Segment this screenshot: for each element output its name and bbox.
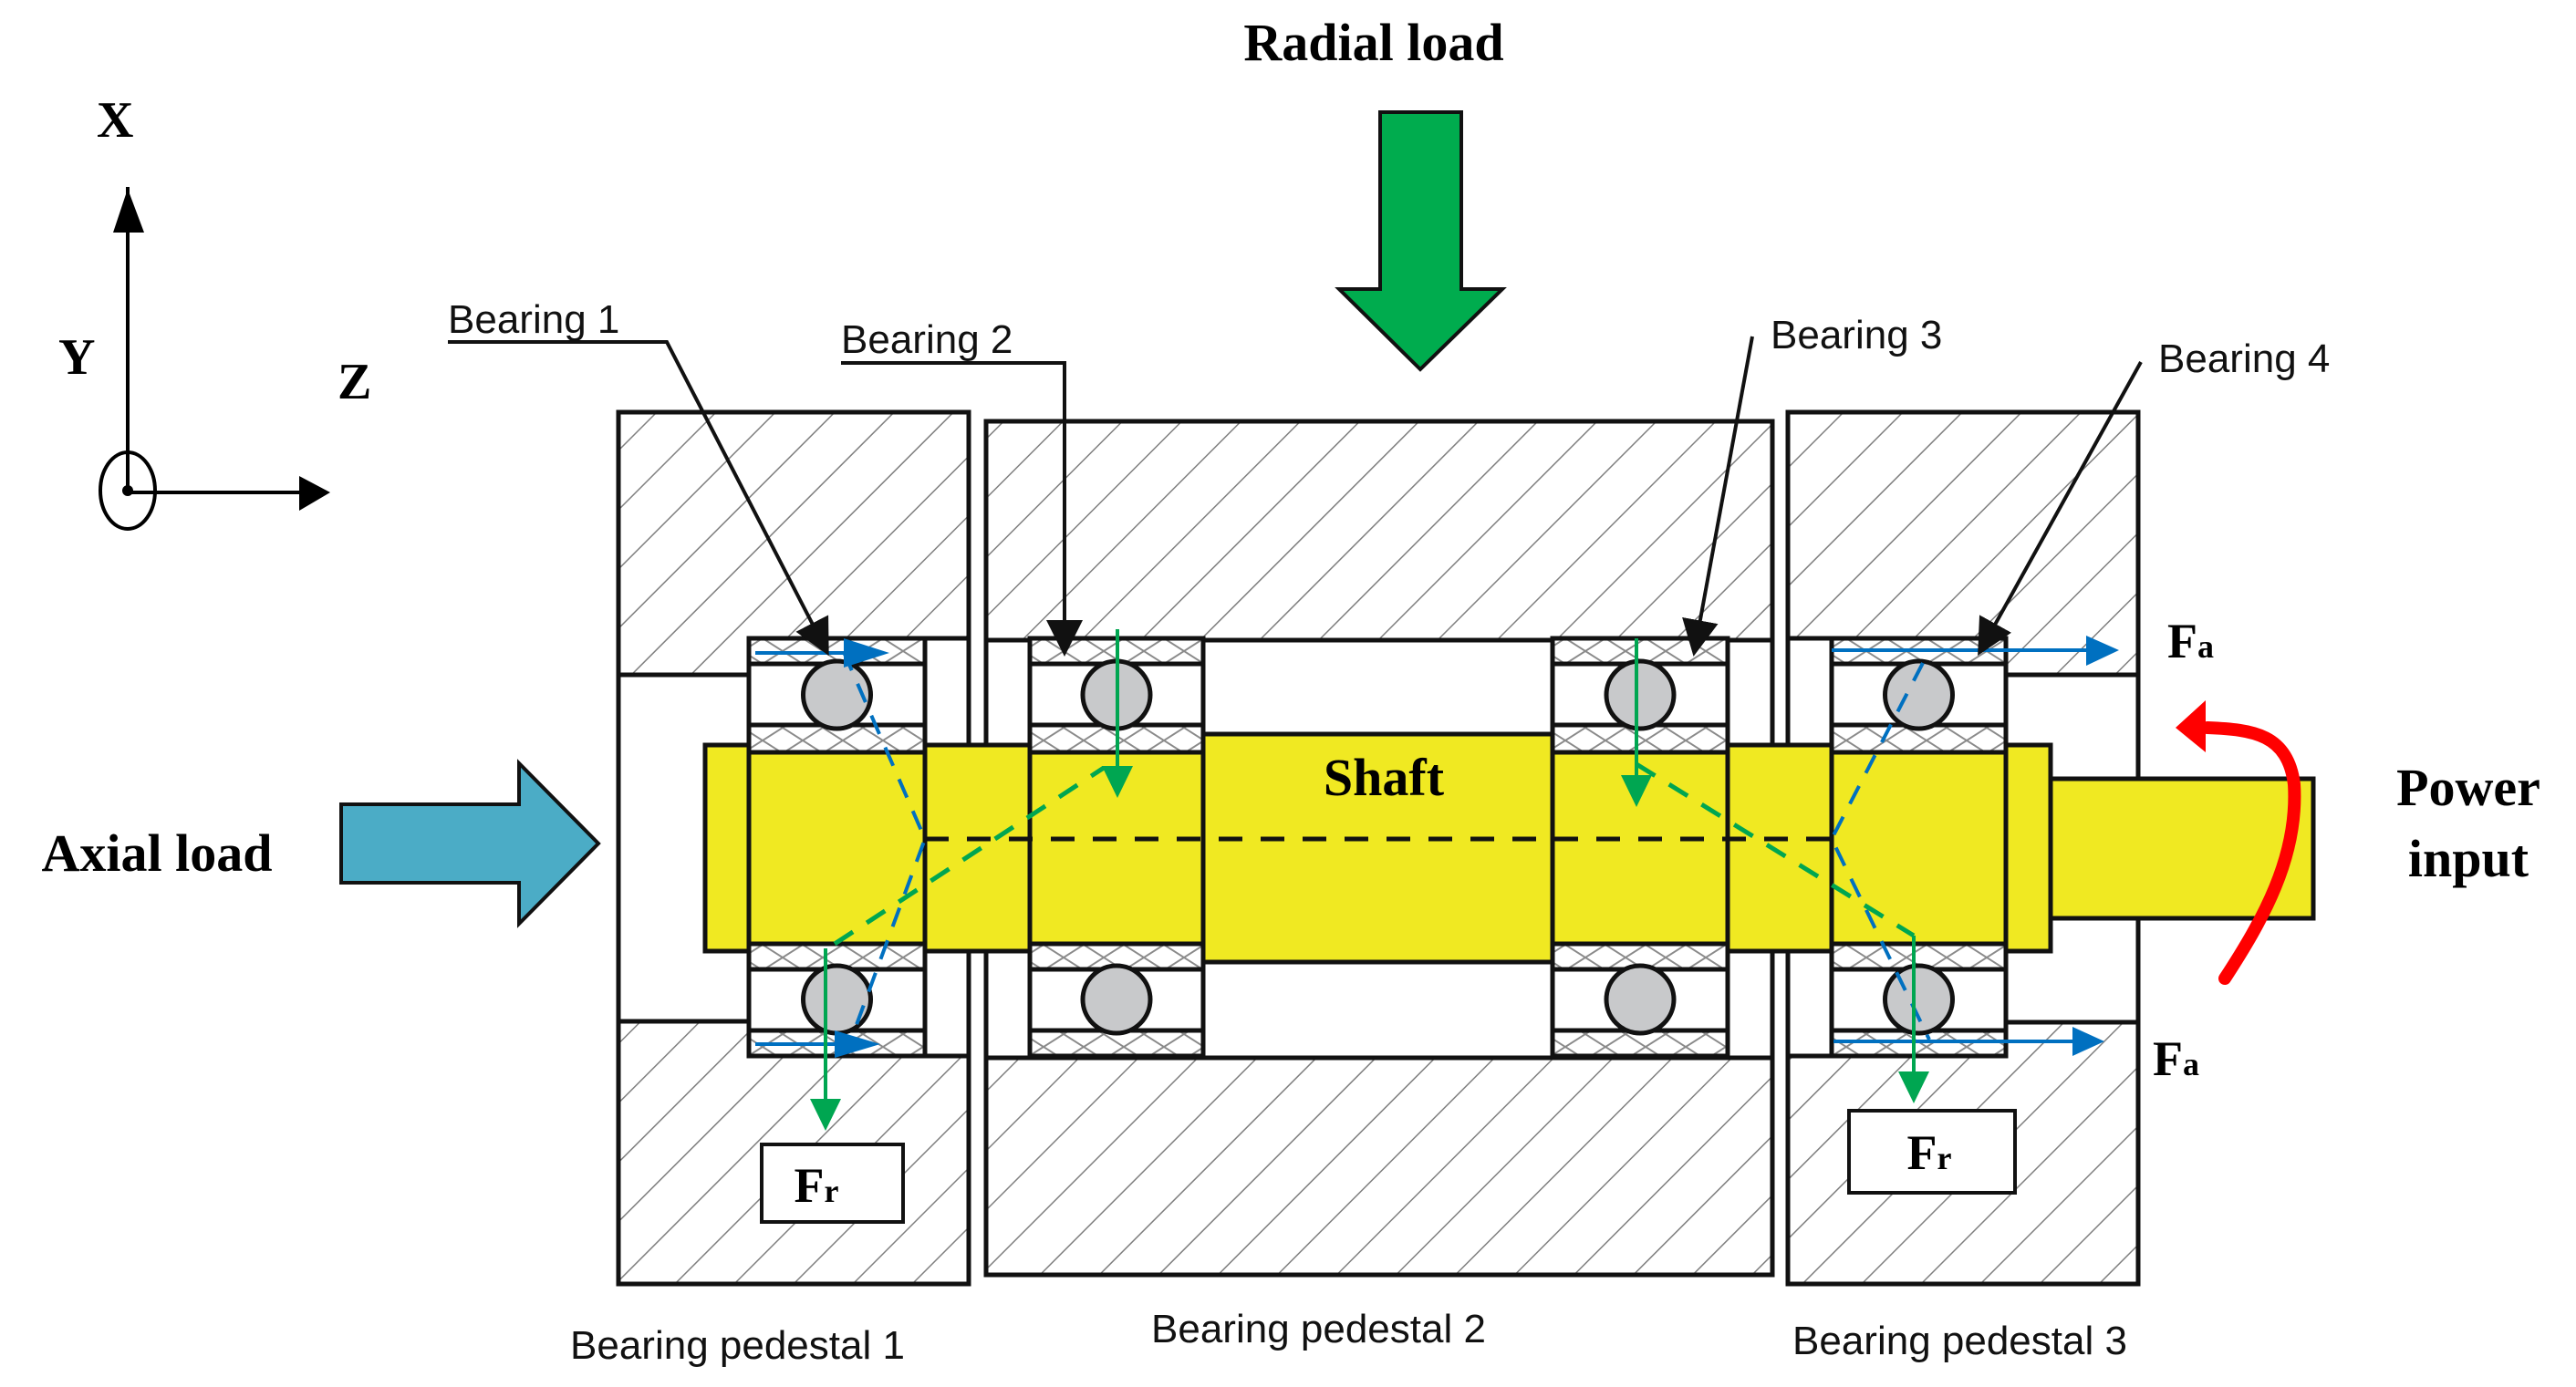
- bearing-4-leader: [1978, 361, 2143, 656]
- radial-load-arrow-icon: [1335, 110, 1507, 372]
- shaft-left-end: [702, 742, 752, 954]
- bearing-ball-icon: [1080, 963, 1153, 1036]
- radial-path-left: [833, 765, 1106, 947]
- bearing-ball-icon: [801, 658, 873, 731]
- fa-arrowhead-icon: [844, 638, 889, 668]
- radial-load-label: Radial load: [1243, 13, 1503, 72]
- power-input-label-line1: Power: [2396, 758, 2540, 817]
- bearing-3-leader: [1682, 336, 1754, 657]
- bearing-pedestal-1: [616, 409, 971, 1287]
- bearing-labels: Bearing 1 Bearing 2 Bearing 3 Bearing 4: [448, 297, 2330, 657]
- fr-text-left: Fr: [795, 1158, 839, 1213]
- fa-arrowhead-icon: [835, 1030, 880, 1058]
- pedestal-2-label: Bearing pedestal 2: [1151, 1307, 1486, 1351]
- bearing-ball-icon: [1604, 658, 1677, 731]
- fa-arrowhead-icon: [2072, 1027, 2104, 1056]
- contact-line-bearing-4: [1829, 662, 1931, 1040]
- radial-path-right: [1635, 761, 1916, 938]
- x-axis-arrowhead-icon: [113, 189, 144, 233]
- z-axis-label: Z: [338, 354, 371, 410]
- axial-load-label: Axial load: [42, 823, 273, 883]
- shaft-middle-collar: [1200, 731, 1555, 965]
- power-input: Power input: [2176, 700, 2540, 985]
- bearing-ball-icon: [801, 963, 873, 1036]
- bearing-3-label: Bearing 3: [1771, 313, 1942, 357]
- torque-arrow-icon: [2201, 721, 2301, 985]
- fr-arrowhead-icon: [1102, 766, 1133, 798]
- fr-text-right: Fr: [1907, 1125, 1952, 1180]
- pedestal-2-upper-block: [983, 419, 1775, 643]
- fr-box-left: [760, 1143, 905, 1224]
- force-arrows: [755, 629, 2119, 1131]
- bearing-1-label: Bearing 1: [448, 297, 619, 342]
- z-axis-arrowhead-icon: [299, 476, 330, 511]
- power-input-label-line2: input: [2408, 829, 2529, 888]
- x-axis-label: X: [97, 92, 133, 149]
- fa-label-bottom: Fa: [2153, 1031, 2199, 1086]
- bearing-2-label: Bearing 2: [841, 317, 1013, 362]
- fa-arrowhead-icon: [2086, 636, 2119, 666]
- bearing-ball-icon: [1883, 658, 1955, 731]
- pedestal-3-label: Bearing pedestal 3: [1792, 1319, 2127, 1363]
- fr-arrowhead-icon: [1898, 1071, 1929, 1103]
- bearing-4-label: Bearing 4: [2158, 336, 2330, 381]
- bearing-ball-icon: [1883, 963, 1955, 1036]
- y-axis-label: Y: [58, 329, 95, 386]
- bearing-outer-ring-bottom: [1550, 1028, 1730, 1059]
- y-axis-dot-icon: [122, 485, 133, 496]
- fr-label-left: Fr: [760, 1143, 905, 1224]
- torque-arrowhead-icon: [2176, 700, 2206, 752]
- bearing-ball-icon: [1604, 963, 1677, 1036]
- pedestal-3-upper-block: [1785, 409, 2141, 678]
- shaft-journal-4: [1829, 750, 2009, 947]
- radial-load: Radial load: [1243, 13, 1507, 372]
- pedestal-1-label: Bearing pedestal 1: [570, 1323, 905, 1368]
- axial-load: Axial load: [42, 759, 601, 928]
- shaft-label: Shaft: [1324, 748, 1445, 807]
- axial-load-arrow-icon: [339, 759, 601, 928]
- bearing-1-leader: [448, 340, 829, 657]
- fr-label-right: Fr: [1847, 1109, 2017, 1195]
- shaft-right-shoulder: [2003, 742, 2053, 954]
- y-axis-out-of-plane-icon: [99, 450, 157, 531]
- fr-arrowhead-icon: [810, 1099, 841, 1131]
- contact-line-bearing-1: [842, 651, 928, 1048]
- fr-arrowhead-icon: [1621, 775, 1652, 807]
- fr-box-right: [1847, 1109, 2017, 1195]
- shaft: Shaft: [702, 731, 2316, 965]
- pedestal-1-upper-block: [616, 409, 971, 678]
- coordinate-axes: X Y Z: [58, 92, 371, 531]
- bearing-2-leader: [841, 361, 1083, 657]
- shaft-spacer-2: [1725, 742, 1834, 954]
- load-paths: [833, 651, 1931, 1048]
- pedestal-2-lower-block: [983, 1055, 1775, 1278]
- fa-label-top: Fa: [2167, 614, 2214, 668]
- shaft-journal-1: [746, 750, 928, 947]
